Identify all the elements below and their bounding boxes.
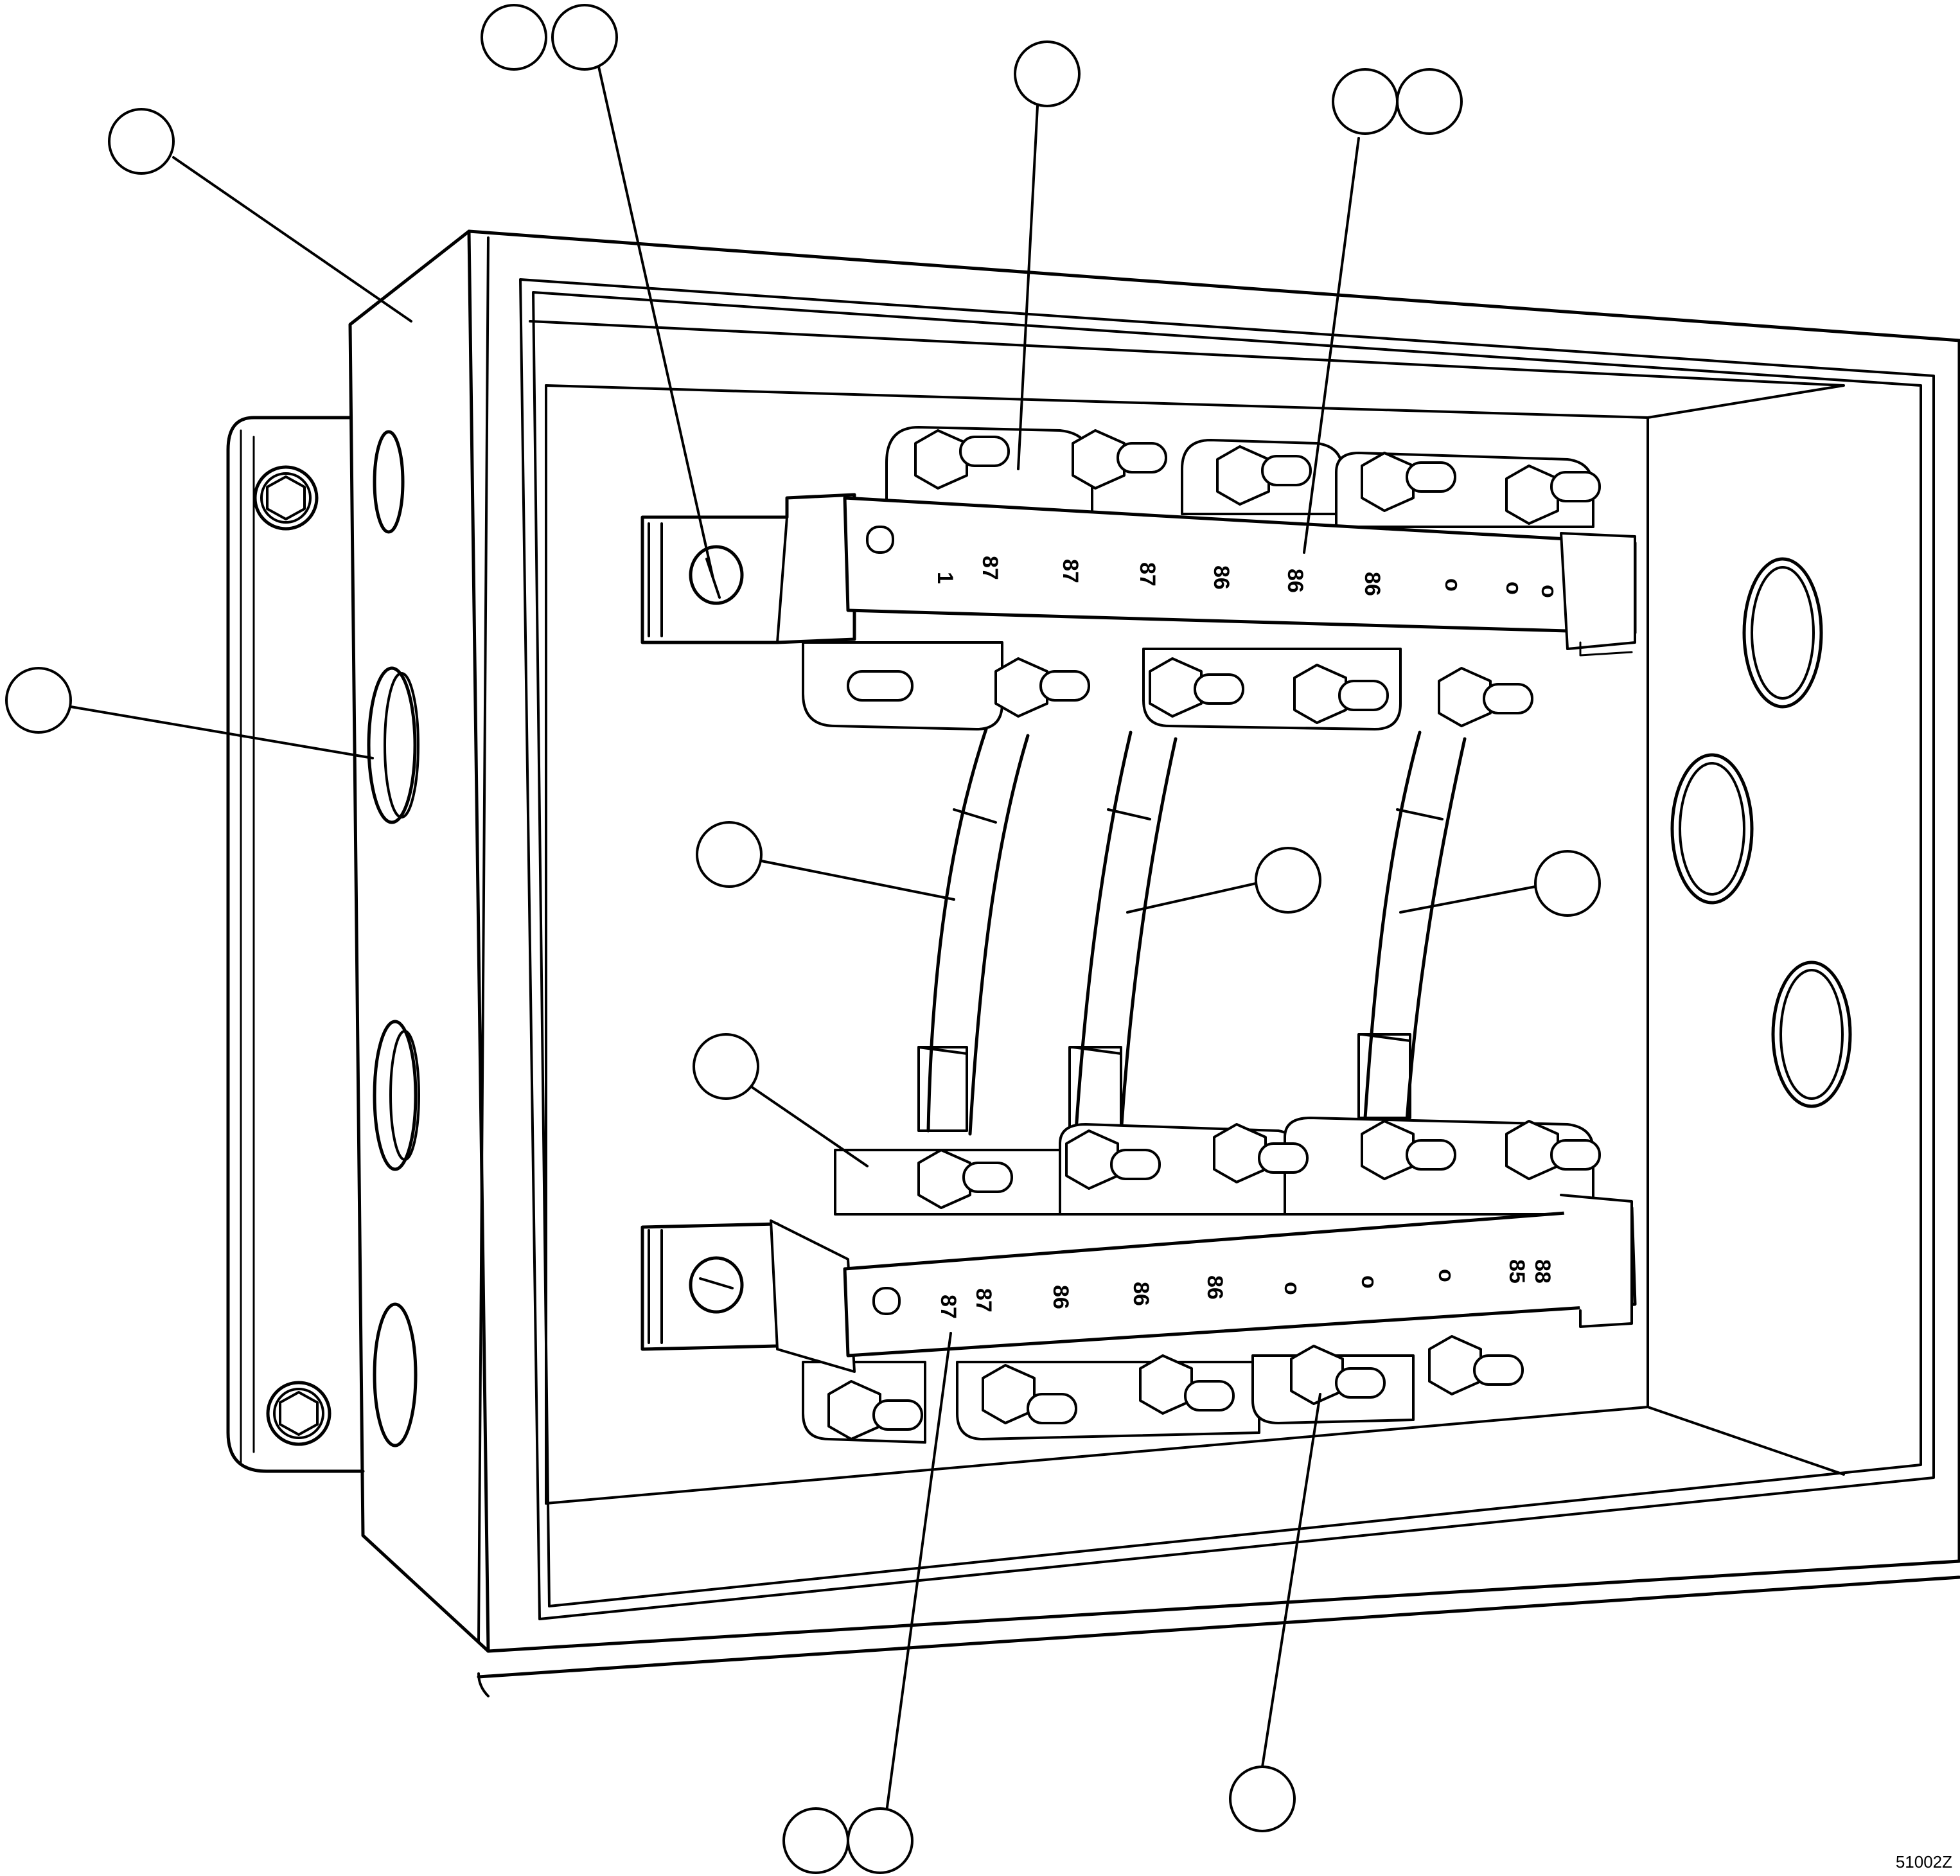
upper-mark-3: 87 xyxy=(1058,559,1082,583)
callout-upper-link xyxy=(1014,40,1081,107)
lower-mark-8: o xyxy=(1434,1269,1458,1282)
callout-upper-stud-a xyxy=(1332,68,1399,135)
upper-mark-4: 87 xyxy=(1135,562,1160,587)
flange-bolt-bottom xyxy=(266,1381,331,1446)
callout-upper-stud-b xyxy=(1396,68,1463,135)
enclosure xyxy=(226,229,1960,1697)
callout-knockout xyxy=(5,667,72,734)
callout-lower-stud xyxy=(1229,1765,1296,1832)
upper-mark-5: 86 xyxy=(1209,565,1233,590)
lower-top-studs xyxy=(917,1120,1601,1209)
lower-terminal-block xyxy=(640,1117,1637,1444)
upper-mark-1: 1 xyxy=(933,572,957,584)
upper-mark-10: o xyxy=(1537,585,1561,598)
callout-wire-2 xyxy=(1255,847,1321,914)
upper-strip-markings: 1 87 87 87 86 86 86 o o o xyxy=(933,556,1561,598)
lower-mark-9: 85 xyxy=(1505,1259,1529,1284)
callout-lower-strip-b xyxy=(847,1807,914,1874)
upper-bottom-studs xyxy=(847,657,1533,727)
lower-mark-5: 86 xyxy=(1203,1275,1227,1300)
leader-lines xyxy=(69,60,1537,1813)
callout-screw-a xyxy=(481,4,547,71)
jumper-wires xyxy=(917,727,1467,1136)
callout-screw-b xyxy=(551,4,618,71)
upper-mark-6: 86 xyxy=(1283,569,1307,593)
upper-mark-8: o xyxy=(1440,578,1465,592)
lower-mark-10: 88 xyxy=(1530,1259,1555,1284)
lower-bottom-studs xyxy=(827,1335,1524,1440)
lower-mark-7: o xyxy=(1357,1275,1381,1289)
lower-mark-3: 86 xyxy=(1048,1285,1073,1309)
callout-wire-1 xyxy=(696,821,763,888)
upper-mark-7: 86 xyxy=(1360,572,1384,596)
lower-strip-markings: 87 87 86 86 86 o o o 85 88 xyxy=(936,1259,1555,1319)
lower-mark-2: 87 xyxy=(971,1288,996,1313)
side-knockouts xyxy=(367,430,420,1447)
lower-mark-6: o xyxy=(1280,1282,1304,1295)
upper-mark-9: o xyxy=(1501,581,1526,595)
callout-wire-3 xyxy=(1534,850,1601,917)
callout-lower-strip-a xyxy=(782,1807,849,1874)
upper-top-studs xyxy=(914,429,1601,525)
upper-mark-2: 87 xyxy=(978,556,1002,580)
lower-mark-4: 86 xyxy=(1129,1282,1153,1306)
right-knockouts xyxy=(1670,557,1852,1108)
callouts xyxy=(5,4,1601,1874)
callout-enclosure xyxy=(108,108,175,175)
flange-bolt-top xyxy=(253,465,319,531)
upper-terminal-block xyxy=(640,426,1637,730)
lower-mark-1: 87 xyxy=(936,1295,960,1319)
figure-id: 51002Z xyxy=(1895,1852,1952,1872)
callout-lower-link xyxy=(693,1033,759,1100)
